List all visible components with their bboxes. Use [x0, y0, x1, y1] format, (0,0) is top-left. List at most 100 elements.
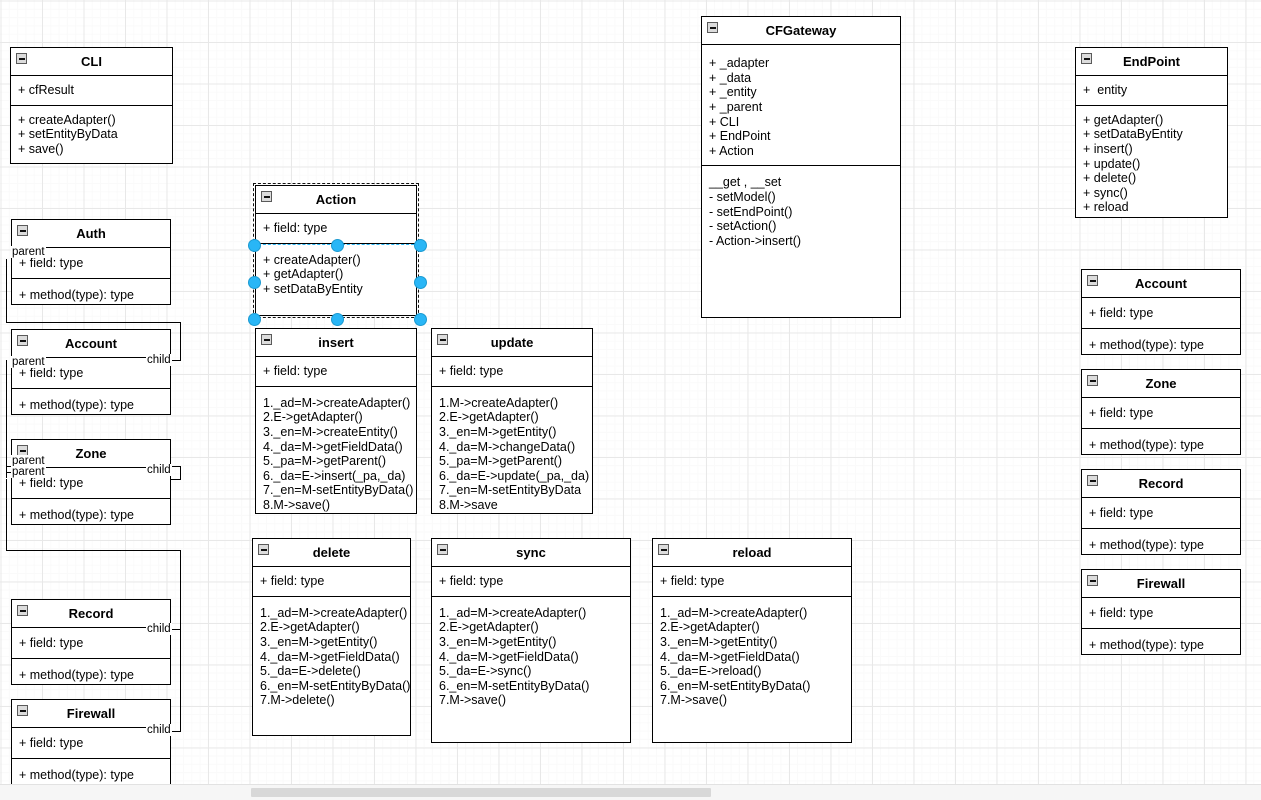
- class-box-reload[interactable]: reload + field: type 1._ad=M->createAdap…: [652, 538, 852, 743]
- class-attributes: + field: type: [19, 476, 84, 491]
- class-title: Auth: [76, 226, 106, 241]
- collapse-minus-icon[interactable]: [261, 191, 272, 202]
- class-operations: 1._ad=M->createAdapter() 2.E->getAdapter…: [256, 385, 416, 520]
- collapse-minus-icon[interactable]: [1087, 575, 1098, 586]
- class-box-insert[interactable]: insert + field: type 1._ad=M->createAdap…: [255, 328, 417, 514]
- class-attributes: + field: type: [1089, 606, 1154, 621]
- resize-handle-s[interactable]: [330, 312, 344, 326]
- resize-handle-w[interactable]: [247, 275, 261, 289]
- connector-segment: [180, 322, 181, 360]
- class-box-cfgateway[interactable]: CFGateway + _adapter + _data + _entity +…: [701, 16, 901, 318]
- collapse-minus-icon[interactable]: [1087, 275, 1098, 286]
- class-attributes: + entity: [1083, 83, 1128, 98]
- class-box-cli[interactable]: CLI + cfResult + createAdapter() + setEn…: [10, 47, 173, 164]
- collapse-minus-icon[interactable]: [17, 705, 28, 716]
- collapse-minus-icon[interactable]: [437, 334, 448, 345]
- class-header: CFGateway: [702, 17, 900, 46]
- resize-handle-nw[interactable]: [247, 238, 261, 252]
- class-attributes: + field: type: [1089, 406, 1154, 421]
- resize-handle-sw[interactable]: [247, 312, 261, 326]
- horizontal-scrollbar[interactable]: [0, 784, 1261, 800]
- class-box-zone-right[interactable]: Zone + field: type + method(type): type: [1081, 369, 1241, 455]
- collapse-minus-icon[interactable]: [437, 544, 448, 555]
- class-title: Account: [65, 336, 117, 351]
- connector-label-zone-parent-a: parent: [11, 455, 46, 467]
- class-box-update[interactable]: update + field: type 1.M->createAdapter(…: [431, 328, 593, 514]
- class-operations: + method(type): type: [12, 757, 170, 790]
- connector-label-account-parent: parent: [11, 356, 46, 368]
- class-title: reload: [732, 545, 772, 560]
- class-attributes: + _adapter + _data + _entity + _parent +…: [709, 56, 771, 158]
- class-box-zone-left[interactable]: Zone + field: type + method(type): type: [11, 439, 171, 525]
- class-box-firewall-left[interactable]: Firewall + field: type + method(type): t…: [11, 699, 171, 785]
- class-box-account-right[interactable]: Account + field: type + method(type): ty…: [1081, 269, 1241, 355]
- class-header: delete: [253, 539, 410, 568]
- class-attributes: + field: type: [263, 221, 328, 236]
- class-attributes: + field: type: [19, 366, 84, 381]
- class-box-auth[interactable]: Auth + field: type + method(type): type: [11, 219, 171, 305]
- class-operations: + method(type): type: [12, 387, 170, 420]
- class-operations: 1._ad=M->createAdapter() 2.E->getAdapter…: [432, 595, 630, 715]
- collapse-minus-icon[interactable]: [258, 544, 269, 555]
- class-header: Account: [1082, 270, 1240, 299]
- class-box-delete[interactable]: delete + field: type 1._ad=M->createAdap…: [252, 538, 411, 736]
- class-operations: 1._ad=M->createAdapter() 2.E->getAdapter…: [253, 595, 410, 715]
- class-box-sync[interactable]: sync + field: type 1._ad=M->createAdapte…: [431, 538, 631, 743]
- class-operations: __get , __set - setModel() - setEndPoint…: [702, 165, 900, 255]
- class-operations: + createAdapter() + setEntityByData + sa…: [11, 104, 172, 164]
- class-header: Firewall: [1082, 570, 1240, 599]
- class-header: Zone: [12, 440, 170, 469]
- class-title: Firewall: [66, 706, 116, 721]
- resize-handle-e[interactable]: [413, 275, 427, 289]
- collapse-minus-icon[interactable]: [658, 544, 669, 555]
- collapse-minus-icon[interactable]: [17, 335, 28, 346]
- class-operations: + method(type): type: [1082, 627, 1240, 660]
- horizontal-scrollbar-thumb[interactable]: [251, 788, 711, 797]
- class-box-endpoint[interactable]: EndPoint + entity + getAdapter() + setDa…: [1075, 47, 1228, 218]
- class-header: Auth: [12, 220, 170, 249]
- class-operations: + method(type): type: [12, 657, 170, 690]
- resize-handle-se[interactable]: [413, 312, 427, 326]
- collapse-minus-icon[interactable]: [1087, 375, 1098, 386]
- resize-handle-n[interactable]: [330, 238, 344, 252]
- class-attributes: + field: type: [260, 574, 325, 589]
- class-title: insert: [318, 335, 354, 350]
- connector-segment: [180, 466, 181, 480]
- class-title: Action: [315, 192, 357, 207]
- collapse-minus-icon[interactable]: [261, 334, 272, 345]
- class-title: Firewall: [1136, 576, 1186, 591]
- class-box-firewall-right[interactable]: Firewall + field: type + method(type): t…: [1081, 569, 1241, 655]
- class-operations: + method(type): type: [1082, 427, 1240, 460]
- class-attributes: + field: type: [1089, 506, 1154, 521]
- class-attributes: + cfResult: [18, 83, 74, 98]
- collapse-minus-icon[interactable]: [1087, 475, 1098, 486]
- class-title: Record: [1138, 476, 1184, 491]
- class-title: CFGateway: [765, 23, 837, 38]
- resize-handle-ne[interactable]: [413, 238, 427, 252]
- collapse-minus-icon[interactable]: [17, 225, 28, 236]
- class-operations: + method(type): type: [12, 497, 170, 530]
- class-attributes: + field: type: [1089, 306, 1154, 321]
- class-title: update: [490, 335, 534, 350]
- class-box-account-left[interactable]: Account + field: type + method(type): ty…: [11, 329, 171, 415]
- class-attributes: + field: type: [19, 256, 84, 271]
- collapse-minus-icon[interactable]: [16, 53, 27, 64]
- class-header: Firewall: [12, 700, 170, 729]
- collapse-minus-icon[interactable]: [707, 22, 718, 33]
- class-box-record-right[interactable]: Record + field: type + method(type): typ…: [1081, 469, 1241, 555]
- class-operations: + method(type): type: [1082, 527, 1240, 560]
- connector-label-firewall-child: child: [146, 724, 172, 736]
- class-header: reload: [653, 539, 851, 568]
- connector-label-zone-parent-b: parent: [11, 466, 46, 478]
- class-title: Zone: [75, 446, 107, 461]
- class-header: insert: [256, 329, 416, 358]
- class-operations: + method(type): type: [1082, 327, 1240, 360]
- class-box-action[interactable]: Action + field: type + createAdapter() +…: [255, 185, 417, 316]
- class-box-record-left[interactable]: Record + field: type + method(type): typ…: [11, 599, 171, 685]
- collapse-minus-icon[interactable]: [17, 605, 28, 616]
- collapse-minus-icon[interactable]: [1081, 53, 1092, 64]
- class-title: Record: [68, 606, 114, 621]
- class-operations: + createAdapter() + getAdapter() + setDa…: [256, 242, 416, 304]
- connector-segment: [6, 259, 7, 322]
